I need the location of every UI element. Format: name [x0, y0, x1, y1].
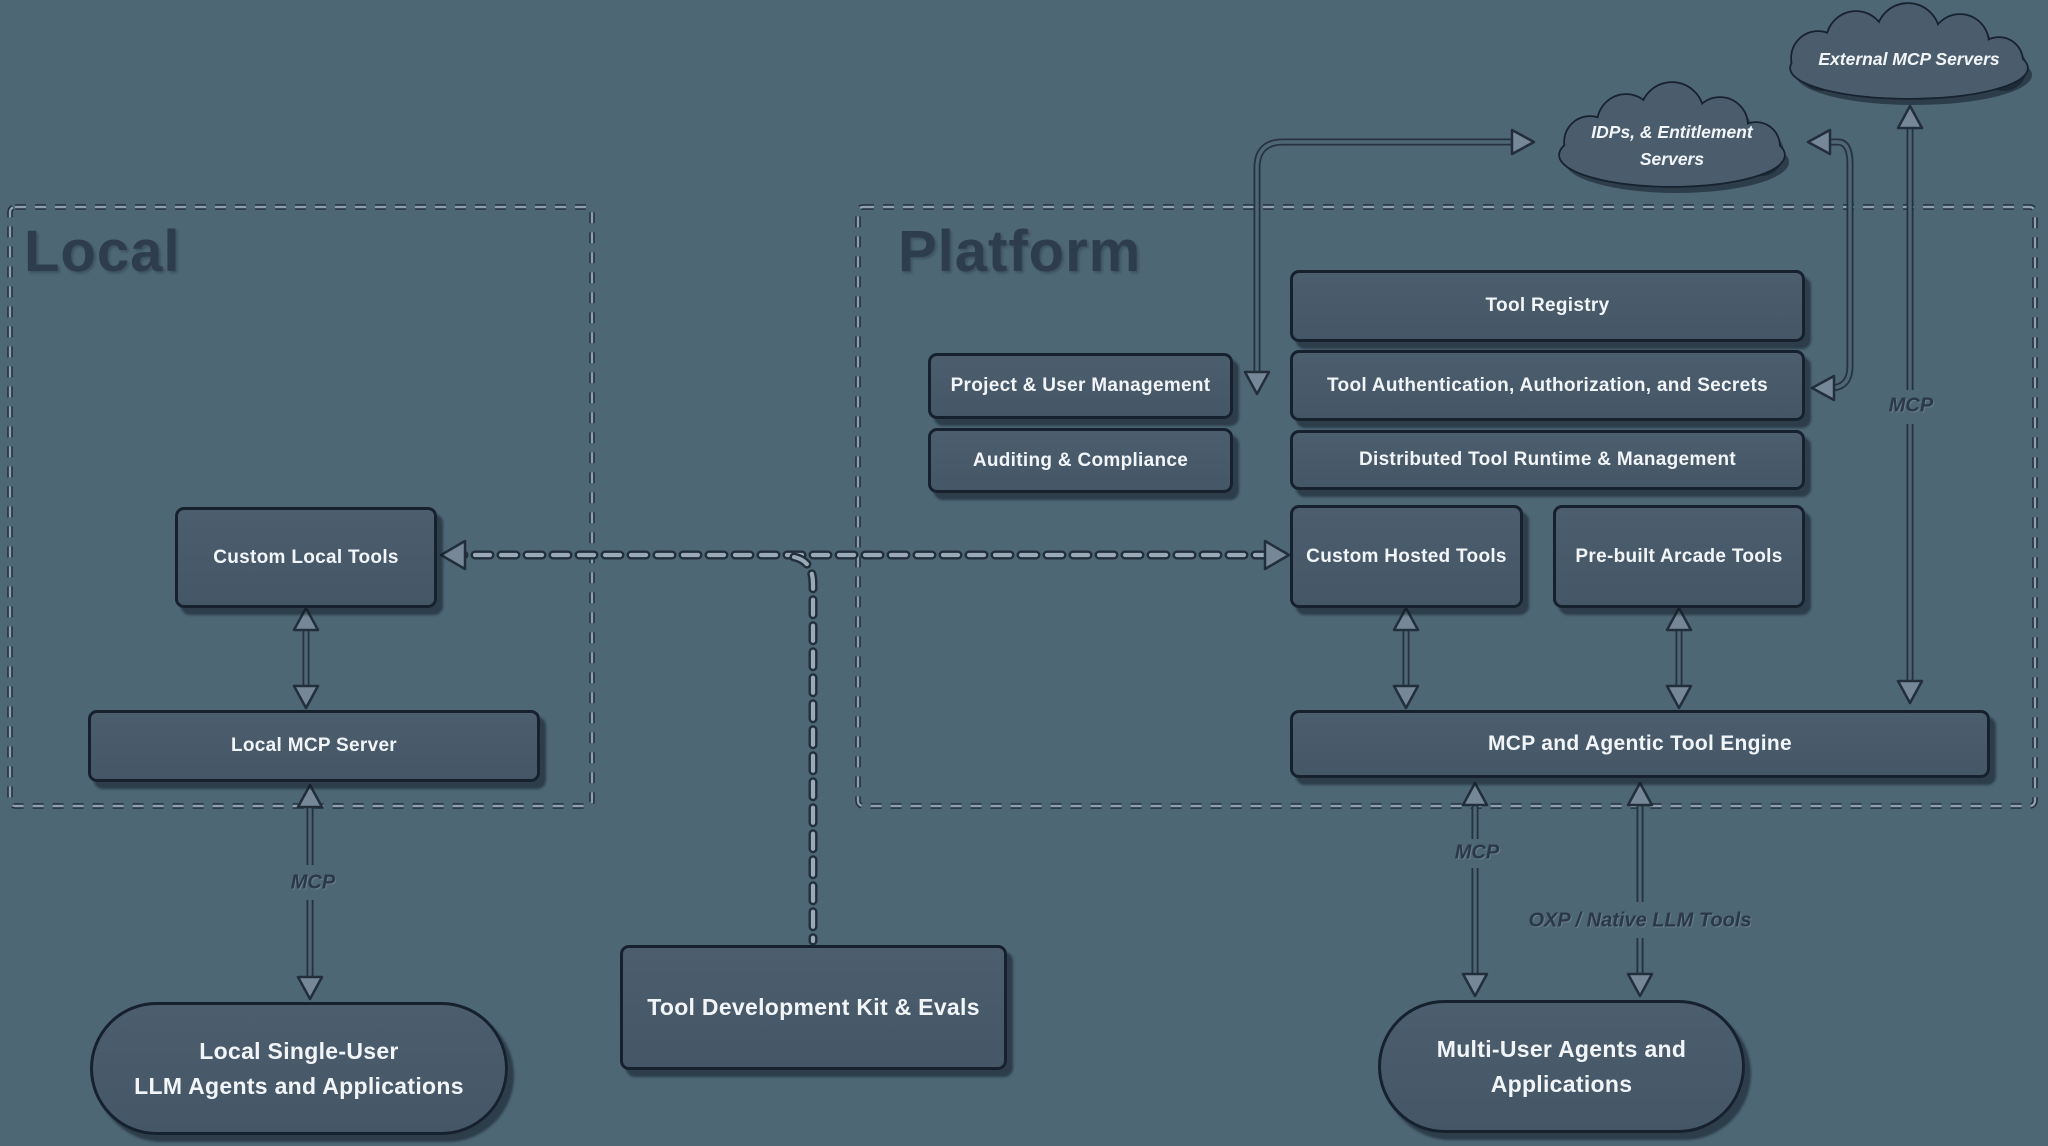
edge-local-hosted-dashed [439, 539, 1291, 946]
edge-label-local-mcp: MCP [290, 871, 336, 894]
box-custom-hosted-tools: Custom Hosted Tools [1290, 505, 1523, 608]
container-platform-label: Platform [898, 219, 1142, 284]
box-prebuilt-arcade-tools-label: Pre-built Arcade Tools [1575, 545, 1783, 567]
pill-multi-user-line1: Multi-User Agents and [1436, 1036, 1687, 1062]
box-local-mcp-server-label: Local MCP Server [230, 735, 398, 756]
edge-label-multi-mcp: MCP [1454, 841, 1500, 864]
pill-local-agents-line2: LLM Agents and Applications [134, 1072, 464, 1099]
box-tool-authentication: Tool Authentication, Authorization, and … [1290, 350, 1805, 421]
edge-label-oxp-native-llm-tools: OXP / Native LLM Tools [1528, 909, 1752, 932]
pill-local-agents-line1: Local Single-User [199, 1038, 399, 1064]
box-tool-registry: Tool Registry [1290, 270, 1805, 342]
box-mcp-agentic-tool-engine-label: MCP and Agentic Tool Engine [1487, 732, 1793, 755]
edge-tubes-core [304, 120, 1912, 981]
box-custom-local-tools: Custom Local Tools [175, 507, 437, 608]
box-custom-local-tools-label: Custom Local Tools [213, 546, 399, 568]
box-mcp-agentic-tool-engine: MCP and Agentic Tool Engine [1290, 710, 1990, 778]
box-auditing-compliance: Auditing & Compliance [928, 428, 1233, 493]
cloud-idp-label-line2: Servers [1639, 149, 1705, 169]
box-tool-development-kit: Tool Development Kit & Evals [620, 945, 1007, 1070]
edge-arrowheads [292, 104, 1924, 1001]
box-prebuilt-arcade-tools: Pre-built Arcade Tools [1553, 505, 1805, 608]
pill-local-single-user-agents: Local Single-User LLM Agents and Applica… [90, 1002, 508, 1135]
box-custom-hosted-tools-label: Custom Hosted Tools [1306, 545, 1507, 567]
box-local-mcp-server: Local MCP Server [88, 710, 540, 782]
box-tool-registry-label: Tool Registry [1485, 295, 1610, 316]
cloud-external-mcp-label: External MCP Servers [1818, 49, 2000, 69]
container-platform-border [855, 204, 2038, 809]
box-distributed-runtime: Distributed Tool Runtime & Management [1290, 430, 1805, 490]
box-distributed-runtime-label: Distributed Tool Runtime & Management [1358, 449, 1737, 470]
cloud-idp-label-line1: IDPs, & Entitlement [1591, 122, 1753, 142]
box-tool-authentication-label: Tool Authentication, Authorization, and … [1327, 374, 1768, 396]
pill-multi-user-line2: Applications [1490, 1070, 1633, 1097]
container-local-label: Local [24, 219, 181, 284]
edge-label-external-mcp: MCP [1888, 394, 1934, 417]
box-tool-development-kit-label: Tool Development Kit & Evals [647, 994, 980, 1020]
box-project-user-management-label: Project & User Management [950, 375, 1211, 396]
pill-multi-user-agents: Multi-User Agents and Applications [1378, 1000, 1745, 1133]
box-auditing-compliance-label: Auditing & Compliance [972, 449, 1189, 471]
box-project-user-management: Project & User Management [928, 353, 1233, 419]
